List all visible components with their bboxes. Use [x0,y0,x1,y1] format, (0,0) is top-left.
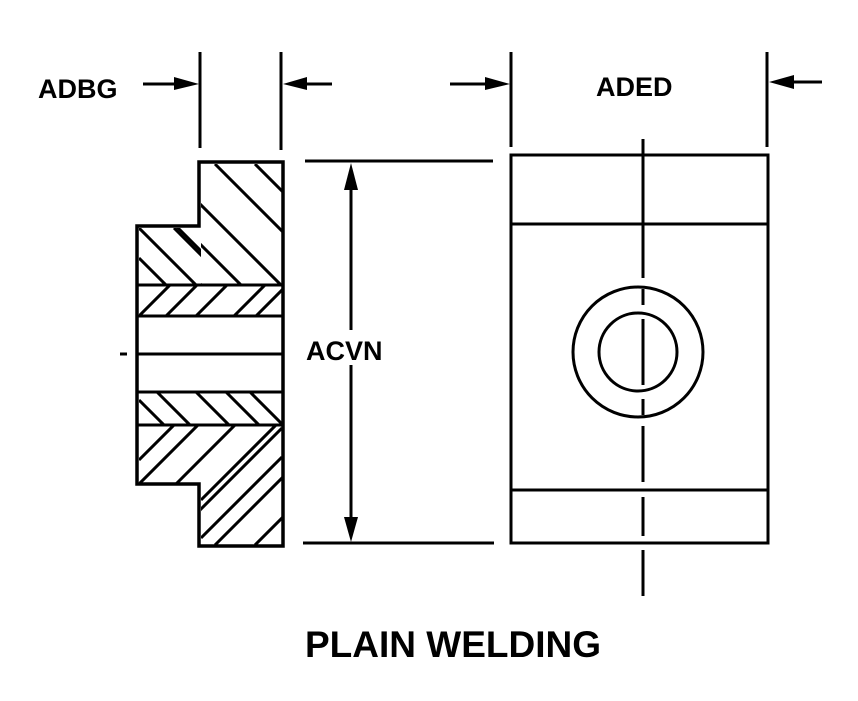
hatch-top-boss [139,228,201,284]
hatch-bot-flange [201,426,282,545]
acvn-arrowhead-top [344,163,358,190]
hatch-top-inner [139,286,282,315]
hatch-top-flange [201,164,282,284]
outer-circle [571,285,705,419]
inner-circle [597,311,679,393]
acvn-arrowhead-bottom [344,517,358,542]
bore-upper [139,318,281,352]
adbg-dimension: ADBG [38,52,332,150]
aded-arrowhead-left [485,77,510,90]
adbg-arrowhead-left [174,77,199,90]
adbg-label: ADBG [38,74,118,104]
aded-arrowhead-right [769,75,794,89]
aded-label: ADED [596,72,673,102]
acvn-label: ACVN [306,336,383,366]
bore-lower [139,356,281,390]
front-view [509,139,770,596]
adbg-arrowhead-right [283,77,307,90]
aded-dimension: ADED [450,52,822,147]
section-outline [135,160,285,548]
acvn-dimension: ACVN [303,159,494,545]
front-outline [509,153,770,545]
drawing-title: PLAIN WELDING [305,624,601,665]
section-view [120,160,285,548]
hatch-bot-boss [139,426,201,483]
hatch-bot-inner [139,393,282,424]
